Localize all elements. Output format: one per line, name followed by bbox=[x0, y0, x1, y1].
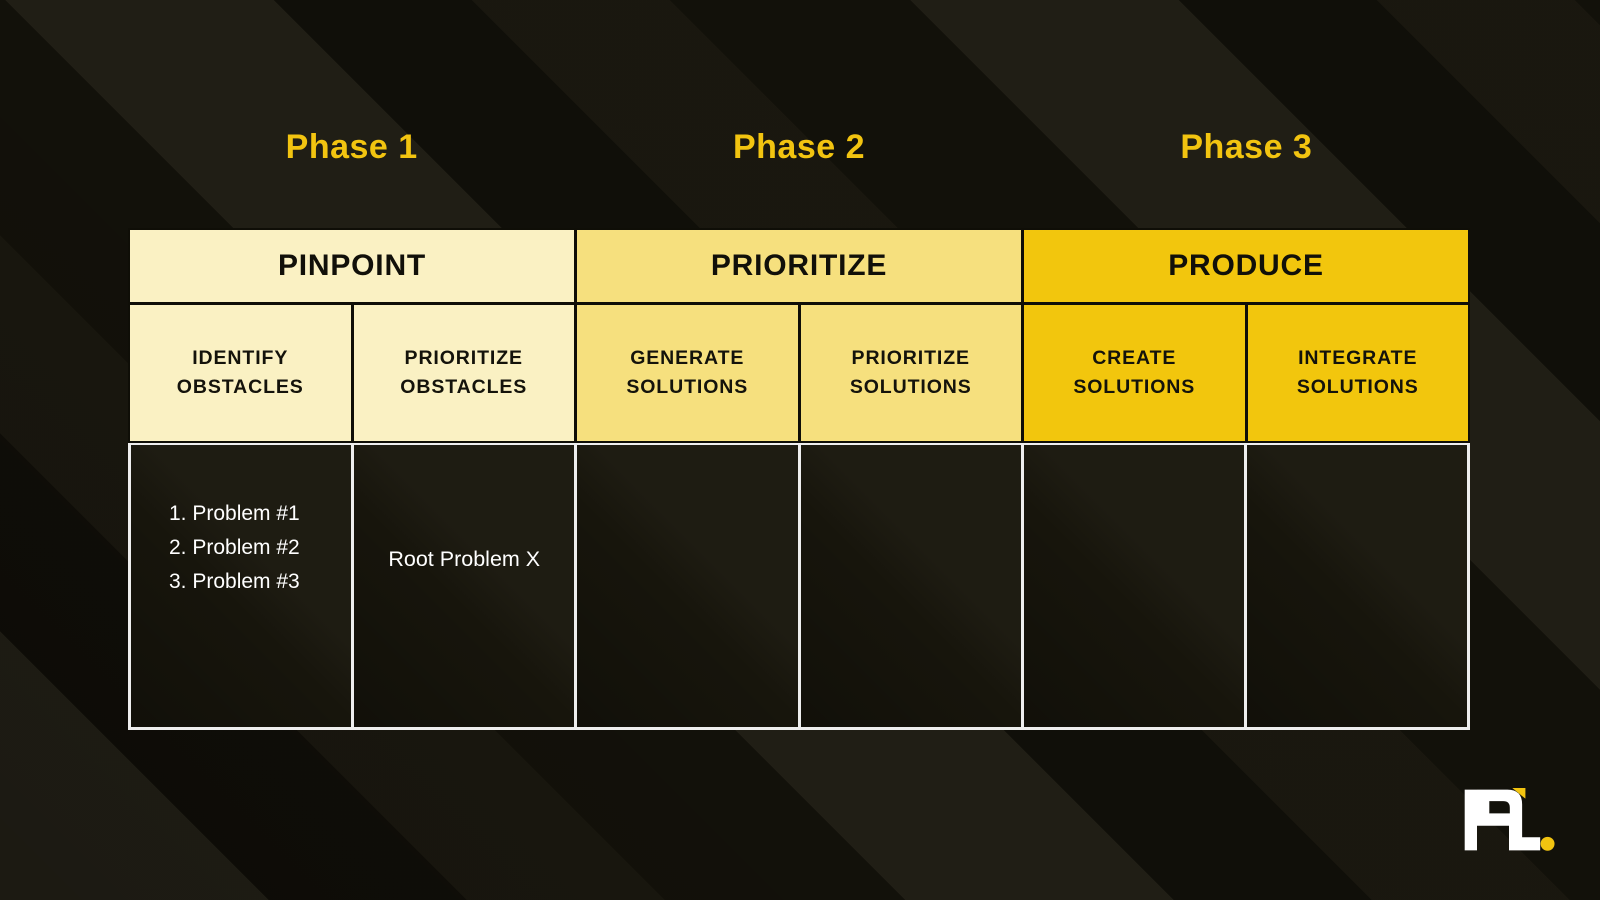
column-header-prioritize-obstacles: PRIORITIZE OBSTACLES bbox=[353, 305, 574, 441]
cell-shade bbox=[131, 445, 352, 727]
column-header-prioritize-solutions: PRIORITIZE SOLUTIONS bbox=[800, 305, 1021, 441]
cell-identify-obstacles: 1. Problem #1 2. Problem #2 3. Problem #… bbox=[131, 445, 352, 727]
phase-header-pinpoint: PINPOINT bbox=[130, 230, 574, 302]
phase-2-label: Phase 2 bbox=[732, 128, 865, 166]
column-header-line: IDENTIFY bbox=[192, 346, 289, 369]
column-header-line: GENERATE bbox=[630, 346, 745, 369]
pl-monogram-icon bbox=[1464, 788, 1555, 851]
brand-logo bbox=[1462, 788, 1556, 852]
root-problem-note: Root Problem X bbox=[388, 547, 541, 571]
column-header-line: INTEGRATE bbox=[1298, 346, 1418, 369]
column-header-line: CREATE bbox=[1092, 346, 1177, 369]
obstacle-list: 1. Problem #1 2. Problem #2 3. Problem #… bbox=[131, 445, 351, 599]
column-header-create-solutions: CREATE SOLUTIONS bbox=[1024, 305, 1245, 441]
column-header-generate-solutions: GENERATE SOLUTIONS bbox=[577, 305, 798, 441]
cell-create-solutions bbox=[1023, 445, 1244, 727]
list-item: 2. Problem #2 bbox=[169, 536, 300, 560]
process-table: PINPOINT PRIORITIZE PRODUCE IDENTIFY OBS… bbox=[128, 228, 1470, 730]
cell-generate-solutions bbox=[577, 445, 798, 727]
column-header-line: SOLUTIONS bbox=[626, 376, 749, 398]
column-header-line: PRIORITIZE bbox=[404, 346, 523, 369]
table-body: 1. Problem #1 2. Problem #2 3. Problem #… bbox=[128, 443, 1470, 730]
column-header-integrate-solutions: INTEGRATE SOLUTIONS bbox=[1247, 305, 1468, 441]
cell-integrate-solutions bbox=[1246, 445, 1467, 727]
column-header-line: SOLUTIONS bbox=[849, 376, 972, 398]
table-header: PINPOINT PRIORITIZE PRODUCE IDENTIFY OBS… bbox=[128, 228, 1470, 443]
column-header-identify-obstacles: IDENTIFY OBSTACLES bbox=[130, 305, 351, 441]
phase-3-label: Phase 3 bbox=[1180, 128, 1313, 166]
column-header-line: SOLUTIONS bbox=[1073, 376, 1196, 398]
cell-shade bbox=[1246, 445, 1467, 727]
cell-prioritize-obstacles: Root Problem X bbox=[354, 445, 575, 727]
column-header-line: OBSTACLES bbox=[400, 376, 528, 398]
phase-labels-row: Phase 1 Phase 2 Phase 3 bbox=[128, 128, 1470, 167]
list-item: 3. Problem #3 bbox=[169, 570, 300, 594]
phase-1-label: Phase 1 bbox=[285, 128, 418, 166]
cell-shade bbox=[1023, 445, 1244, 727]
cell-shade bbox=[800, 445, 1021, 727]
cell-shade bbox=[354, 445, 575, 727]
phase-header-prioritize: PRIORITIZE bbox=[577, 230, 1021, 302]
column-header-line: SOLUTIONS bbox=[1296, 376, 1419, 398]
cell-prioritize-solutions bbox=[800, 445, 1021, 727]
list-item: 1. Problem #1 bbox=[169, 502, 300, 525]
column-header-line: OBSTACLES bbox=[176, 376, 304, 398]
column-header-line: PRIORITIZE bbox=[851, 346, 970, 369]
phase-header-produce: PRODUCE bbox=[1024, 230, 1468, 302]
cell-shade bbox=[577, 445, 798, 727]
